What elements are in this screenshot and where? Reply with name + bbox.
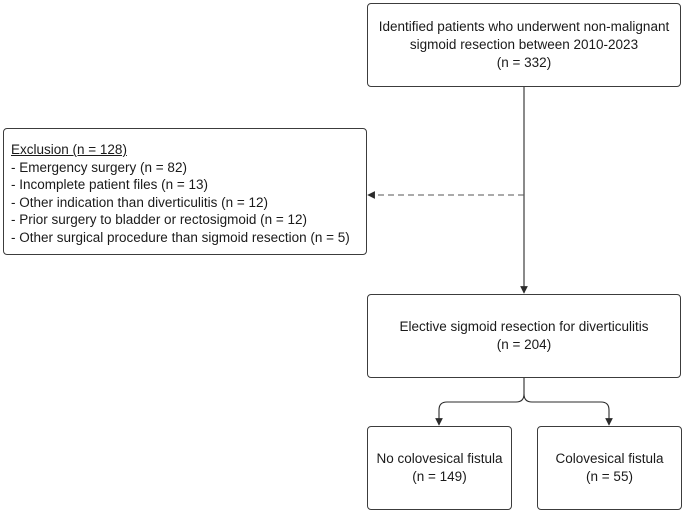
node-no-fistula-count: (n = 149): [412, 469, 467, 484]
node-identified-line-2: sigmoid resection between 2010-2023: [409, 37, 639, 52]
exclusion-item: - Other indication than diverticulitis (…: [11, 194, 268, 210]
node-fistula-label: Colovesical fistula: [555, 451, 664, 466]
exclusion-title: Exclusion (n = 128): [11, 142, 127, 157]
node-identified-patients: Identified patients who underwent non-ma…: [367, 3, 681, 87]
node-elective-count: (n = 204): [496, 337, 552, 352]
node-elective-line-1: Elective sigmoid resection for diverticu…: [399, 319, 649, 334]
node-no-colovesical-fistula: No colovesical fistula (n = 149): [367, 426, 512, 510]
exclusion-item: - Emergency surgery (n = 82): [11, 159, 187, 175]
node-elective-resection: Elective sigmoid resection for diverticu…: [367, 294, 681, 378]
node-identified-count: (n = 332): [496, 55, 552, 70]
node-colovesical-fistula: Colovesical fistula (n = 55): [537, 426, 682, 510]
exclusion-item: - Prior surgery to bladder or rectosigmo…: [11, 212, 307, 227]
exclusion-list: - Emergency surgery (n = 82) - Incomplet…: [11, 159, 366, 247]
exclusion-item: - Incomplete patient files (n = 13): [11, 177, 208, 192]
exclusion-item: - Other surgical procedure than sigmoid …: [11, 229, 350, 245]
edge-elective-to-no-fistula: [435, 378, 525, 426]
node-fistula-count: (n = 55): [586, 469, 633, 484]
node-exclusion: Exclusion (n = 128) - Emergency surgery …: [3, 128, 367, 255]
edge-elective-to-fistula: [523, 393, 613, 426]
node-identified-line-1: Identified patients who underwent non-ma…: [378, 19, 670, 34]
node-no-fistula-label: No colovesical fistula: [376, 451, 503, 466]
